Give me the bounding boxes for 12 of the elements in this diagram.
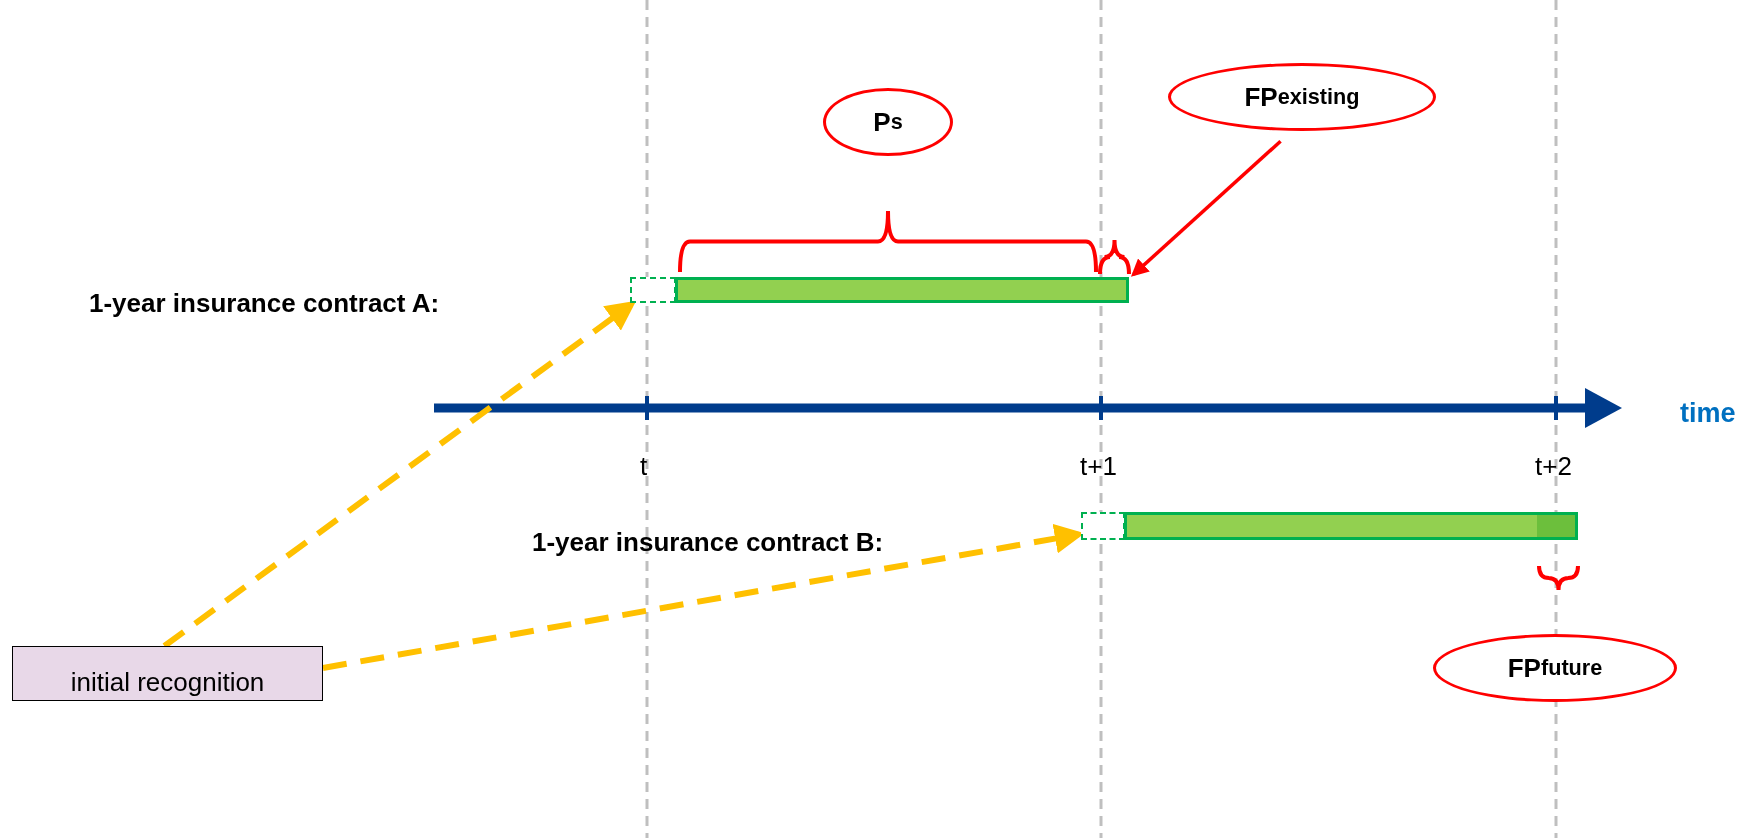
tick-label: t bbox=[640, 451, 648, 482]
contract-label: 1-year insurance contract B: bbox=[532, 527, 884, 558]
dashed-box bbox=[630, 277, 676, 303]
contract-bar bbox=[675, 277, 1129, 303]
tick-label: t+1 bbox=[1080, 451, 1117, 482]
axis-label: time bbox=[1680, 398, 1736, 429]
arrow bbox=[1130, 139, 1282, 277]
contract-bar bbox=[1124, 512, 1578, 540]
process-box: initial recognition bbox=[12, 646, 323, 701]
tick-label: t+2 bbox=[1535, 451, 1572, 482]
dashed-box bbox=[1081, 512, 1125, 540]
contract-label: 1-year insurance contract A: bbox=[89, 288, 440, 319]
